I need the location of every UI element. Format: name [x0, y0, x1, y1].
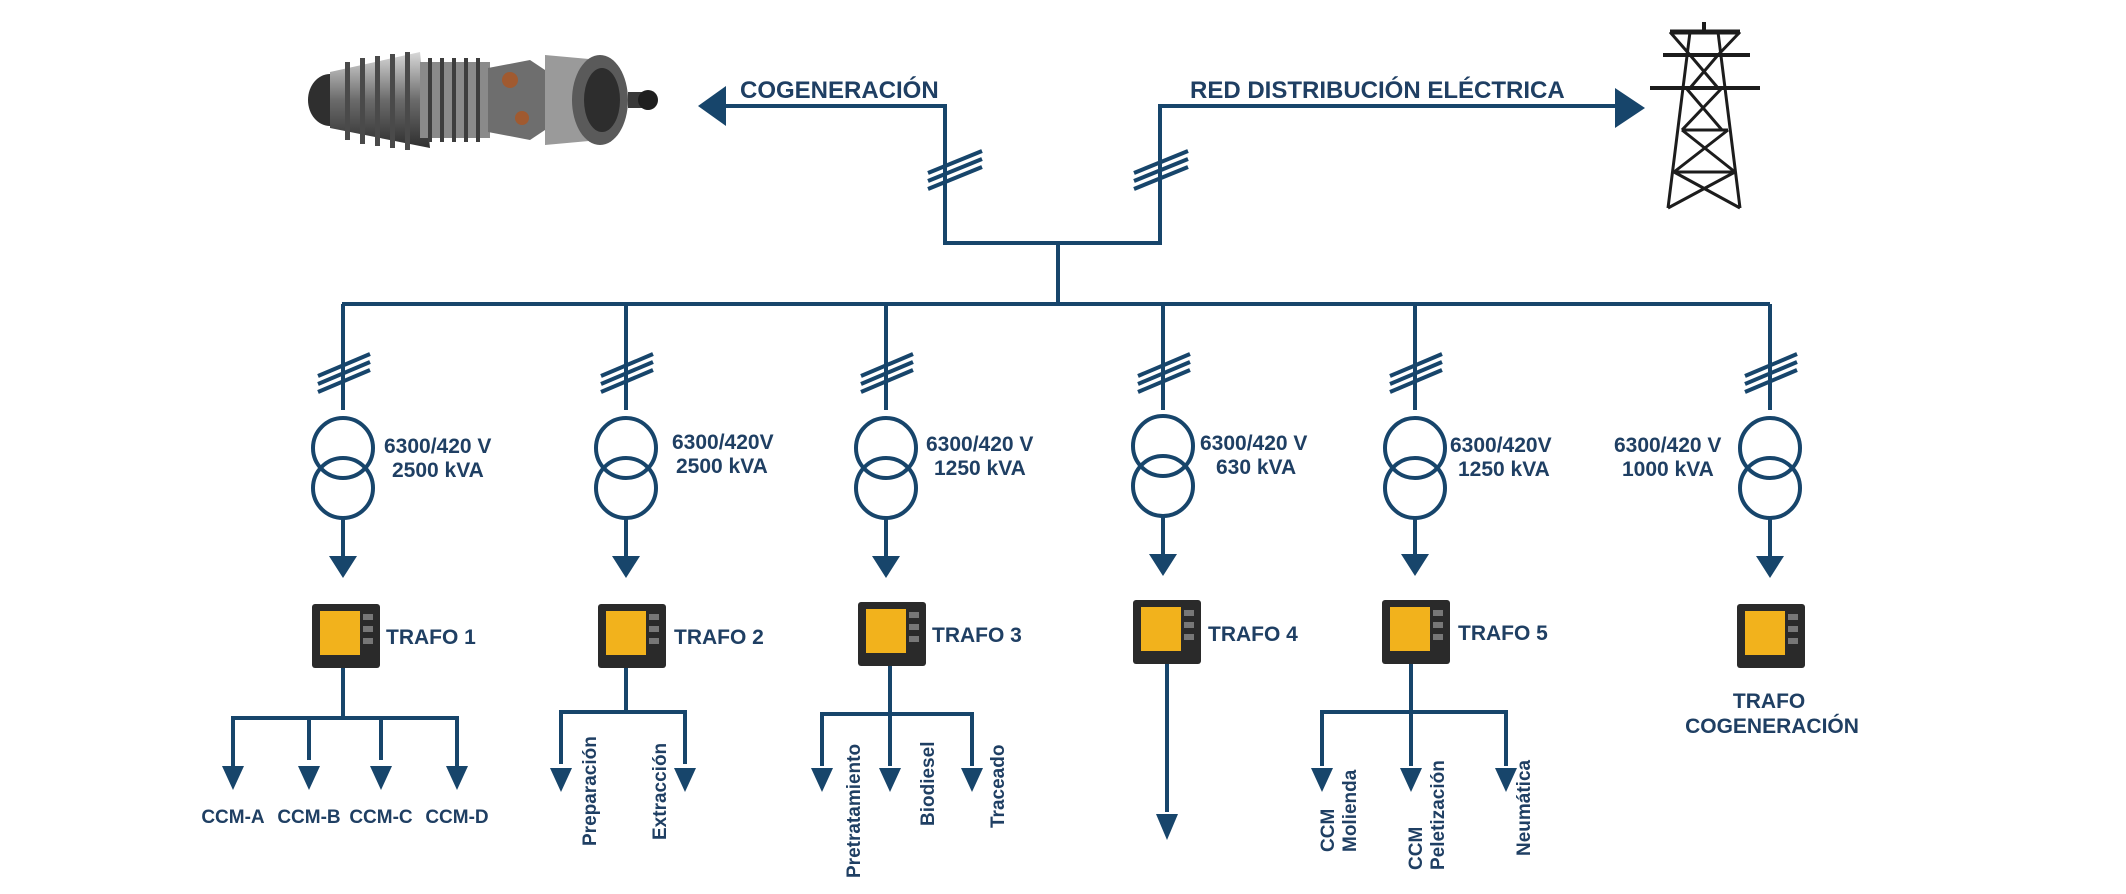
transformer-icon	[854, 416, 918, 520]
load-label-line-2: Molienda	[1340, 769, 1361, 852]
branch-trafo-cogeneration: 6300/420 V 1000 kVA TRAFO COGENERACIÓN	[1614, 304, 1859, 738]
load-label-line-1: CCM	[1318, 809, 1339, 852]
load-label: Preparación	[580, 736, 601, 846]
top-feeders: COGENERACIÓN RED DISTRIBUCIÓN ELÉCTRICA	[698, 76, 1645, 304]
transformer-power: 630 kVA	[1216, 456, 1296, 479]
meter-label: TRAFO 4	[1208, 623, 1298, 646]
load-label: Biodiesel	[918, 742, 939, 826]
hatch-mark	[860, 352, 914, 394]
transformer-voltage: 6300/420 V	[926, 433, 1033, 456]
power-meter-icon	[1133, 600, 1201, 664]
transformer-icon	[594, 416, 658, 520]
grid-arrow	[1615, 88, 1645, 128]
cogeneration-label: COGENERACIÓN	[740, 76, 939, 104]
transformer-icon	[1131, 414, 1195, 518]
load-label: CCM Peletización	[1406, 760, 1449, 870]
transformer-voltage: 6300/420V	[1450, 434, 1552, 457]
power-meter-icon	[1737, 604, 1805, 668]
power-meter-icon	[858, 602, 926, 666]
transformer-voltage: 6300/420 V	[1200, 432, 1307, 455]
load-label: Neumática	[1514, 759, 1535, 856]
power-meter-icon	[312, 604, 380, 668]
hatch-mark	[1744, 352, 1798, 394]
meter-label: TRAFO 5	[1458, 622, 1548, 645]
hatch-mark	[1389, 352, 1443, 394]
transformer-power: 2500 kVA	[392, 459, 484, 482]
transmission-tower-icon	[1650, 22, 1760, 210]
transformer-power: 1000 kVA	[1622, 458, 1714, 481]
meter-label: TRAFO 2	[674, 626, 764, 649]
branch-trafo-2: 6300/420V 2500 kVA TRAFO 2 Preparación E…	[550, 304, 774, 846]
branch-trafo-3: 6300/420 V 1250 kVA TRAFO 3 Pretratamien…	[811, 304, 1033, 878]
transformer-power: 2500 kVA	[676, 455, 768, 478]
power-meter-icon	[1382, 600, 1450, 664]
load-label: CCM Molienda	[1318, 769, 1361, 852]
branch-trafo-1: 6300/420 V 2500 kVA TRAFO 1 CCM-A CCM-B …	[201, 304, 491, 828]
load-label: CCM-D	[425, 807, 488, 828]
load-label-line-2: Peletización	[1428, 760, 1449, 870]
hatch-mark	[600, 352, 654, 394]
hatch-mark	[317, 352, 371, 394]
hatch-mark	[1137, 352, 1191, 394]
meter-label: TRAFO 3	[932, 624, 1022, 647]
transformer-power: 1250 kVA	[1458, 458, 1550, 481]
transformer-voltage: 6300/420V	[672, 431, 774, 454]
load-label: Traceado	[988, 745, 1009, 828]
meter-label-line-1: TRAFO	[1733, 690, 1805, 713]
grid-label: RED DISTRIBUCIÓN ELÉCTRICA	[1190, 76, 1565, 104]
transformer-voltage: 6300/420 V	[1614, 434, 1721, 457]
transformer-icon	[311, 416, 375, 520]
meter-label: TRAFO 1	[386, 626, 476, 649]
load-label: CCM-B	[277, 807, 340, 828]
transformer-icon	[1383, 416, 1447, 520]
meter-label: TRAFO COGENERACIÓN	[1685, 690, 1859, 738]
meter-label-line-2: COGENERACIÓN	[1685, 714, 1859, 738]
load-label: Extracción	[650, 743, 671, 840]
hatch-mark-grid	[1133, 149, 1189, 191]
hatch-mark-cogeneration	[927, 149, 983, 191]
load-label: CCM-C	[349, 807, 413, 828]
load-label-line-1: CCM	[1406, 827, 1427, 870]
transformer-icon	[1738, 416, 1802, 520]
power-meter-icon	[598, 604, 666, 668]
load-label: CCM-A	[201, 807, 265, 828]
branch-trafo-4: 6300/420 V 630 kVA TRAFO 4	[1131, 304, 1307, 840]
load-label: Pretratamiento	[844, 744, 865, 878]
transformer-voltage: 6300/420 V	[384, 435, 491, 458]
cogeneration-arrow	[698, 86, 726, 126]
branch-trafo-5: 6300/420V 1250 kVA TRAFO 5 CCM Molienda …	[1311, 304, 1552, 870]
gas-turbine-icon	[308, 52, 658, 150]
transformer-power: 1250 kVA	[934, 457, 1026, 480]
